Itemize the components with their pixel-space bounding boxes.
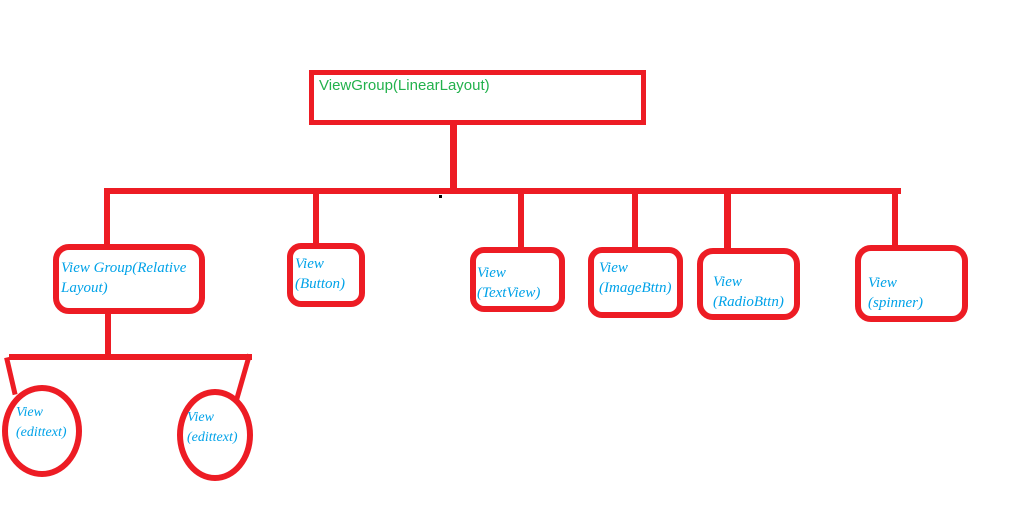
connector-slant-edittext-1 (4, 357, 18, 396)
node-label: View (477, 265, 506, 281)
node-label: View (295, 256, 324, 272)
node-view-button: View (Button) (287, 243, 365, 307)
connector-drop-button (313, 192, 319, 245)
node-label: ViewGroup(LinearLayout) (319, 77, 490, 94)
connector-drop-radiobttn (724, 192, 731, 250)
node-view-textview: View (TextView) (470, 247, 565, 312)
node-view-imagebttn: View (ImageBttn) (588, 247, 683, 318)
node-label: (Button) (295, 276, 345, 292)
node-view-spinner: View (spinner) (855, 245, 968, 322)
connector-relativelayout-stem (105, 312, 111, 356)
node-label: (edittext) (16, 425, 67, 440)
node-label: View (868, 275, 897, 291)
node-view-edittext-2: View (edittext) (177, 389, 253, 481)
node-view-radiobttn: View (RadioBttn) (697, 248, 800, 320)
node-viewgroup-linearlayout: ViewGroup(LinearLayout) (309, 70, 646, 125)
connector-drop-imagebttn (632, 192, 638, 249)
node-view-edittext-1: View (edittext) (2, 385, 82, 477)
connector-edittext-bus (9, 354, 252, 360)
node-label: View (187, 410, 214, 425)
node-label: View (713, 274, 742, 290)
node-label: (ImageBttn) (599, 280, 672, 296)
connector-drop-relativelayout (104, 192, 110, 246)
node-label: (edittext) (187, 430, 238, 445)
node-label: (TextView) (477, 285, 541, 301)
node-label: (RadioBttn) (713, 294, 784, 310)
node-label: View (599, 260, 628, 276)
connector-children-bus (104, 188, 901, 194)
stray-dot-mark (439, 195, 442, 198)
node-label: Layout) (61, 280, 108, 296)
connector-drop-spinner (892, 192, 898, 247)
node-viewgroup-relativelayout: View Group(Relative Layout) (53, 244, 205, 314)
connector-root-stem (450, 123, 457, 191)
node-label: (spinner) (868, 295, 923, 311)
node-label: View Group(Relative (61, 260, 187, 276)
node-label: View (16, 405, 43, 420)
connector-drop-textview (518, 192, 524, 249)
